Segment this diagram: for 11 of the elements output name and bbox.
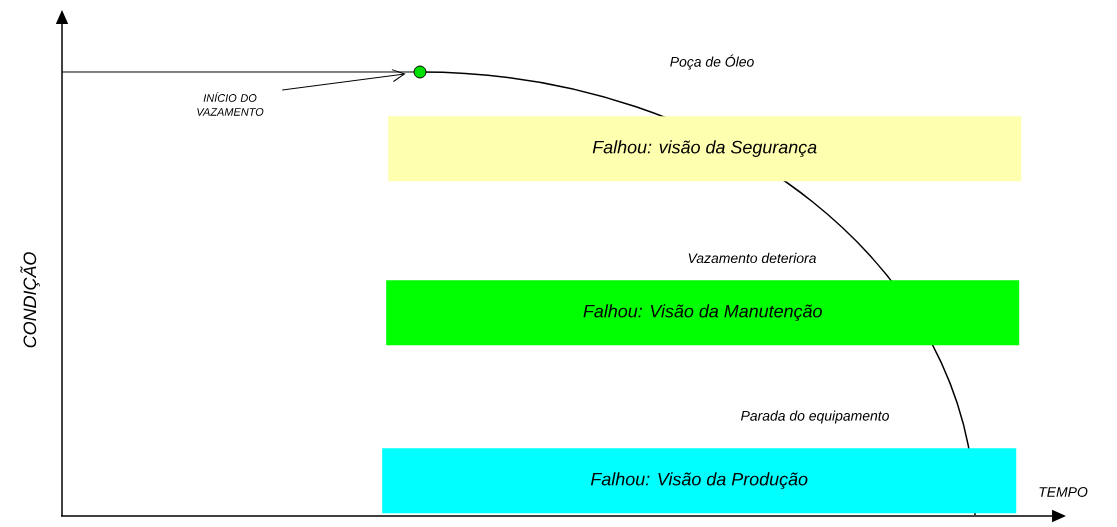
label-text: Parada do equipamento <box>741 410 889 424</box>
label-text: CONDIÇÃO <box>20 252 40 348</box>
label-text: Vazamento deteriora <box>688 252 816 264</box>
point-marker <box>413 65 427 79</box>
band: Falhou: visão da Segurança <box>388 116 1022 182</box>
label-text: Poça de Óleo <box>670 54 754 70</box>
band: Falhou: Visão da Manutenção <box>386 280 1020 346</box>
band: Falhou: Visão da Produção <box>382 448 1017 514</box>
annotation-text: INÍCIO DO VAZAMENTO <box>197 92 264 116</box>
label-text: TEMPO <box>1039 487 1088 497</box>
arrow <box>281 69 406 91</box>
